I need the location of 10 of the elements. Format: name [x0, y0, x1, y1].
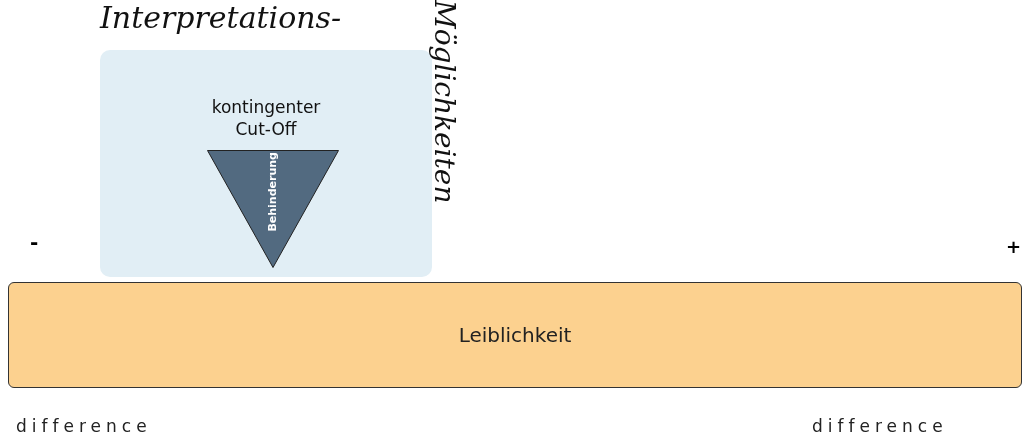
- panel-heading: kontingenter Cut-Off: [210, 96, 322, 140]
- axis-end-label: difference: [16, 416, 152, 436]
- base-bar: [8, 282, 1022, 388]
- triangle-label: Behinderung: [265, 152, 280, 232]
- vertical-heading: Möglichkeiten: [428, 0, 460, 204]
- heading-text: Interpretations-: [100, 0, 342, 35]
- bar-label: Leiblichkeit: [458, 323, 572, 347]
- plus-sign: +: [1006, 236, 1022, 257]
- minus-sign: -: [30, 230, 39, 254]
- axis-end-label: difference: [812, 416, 948, 436]
